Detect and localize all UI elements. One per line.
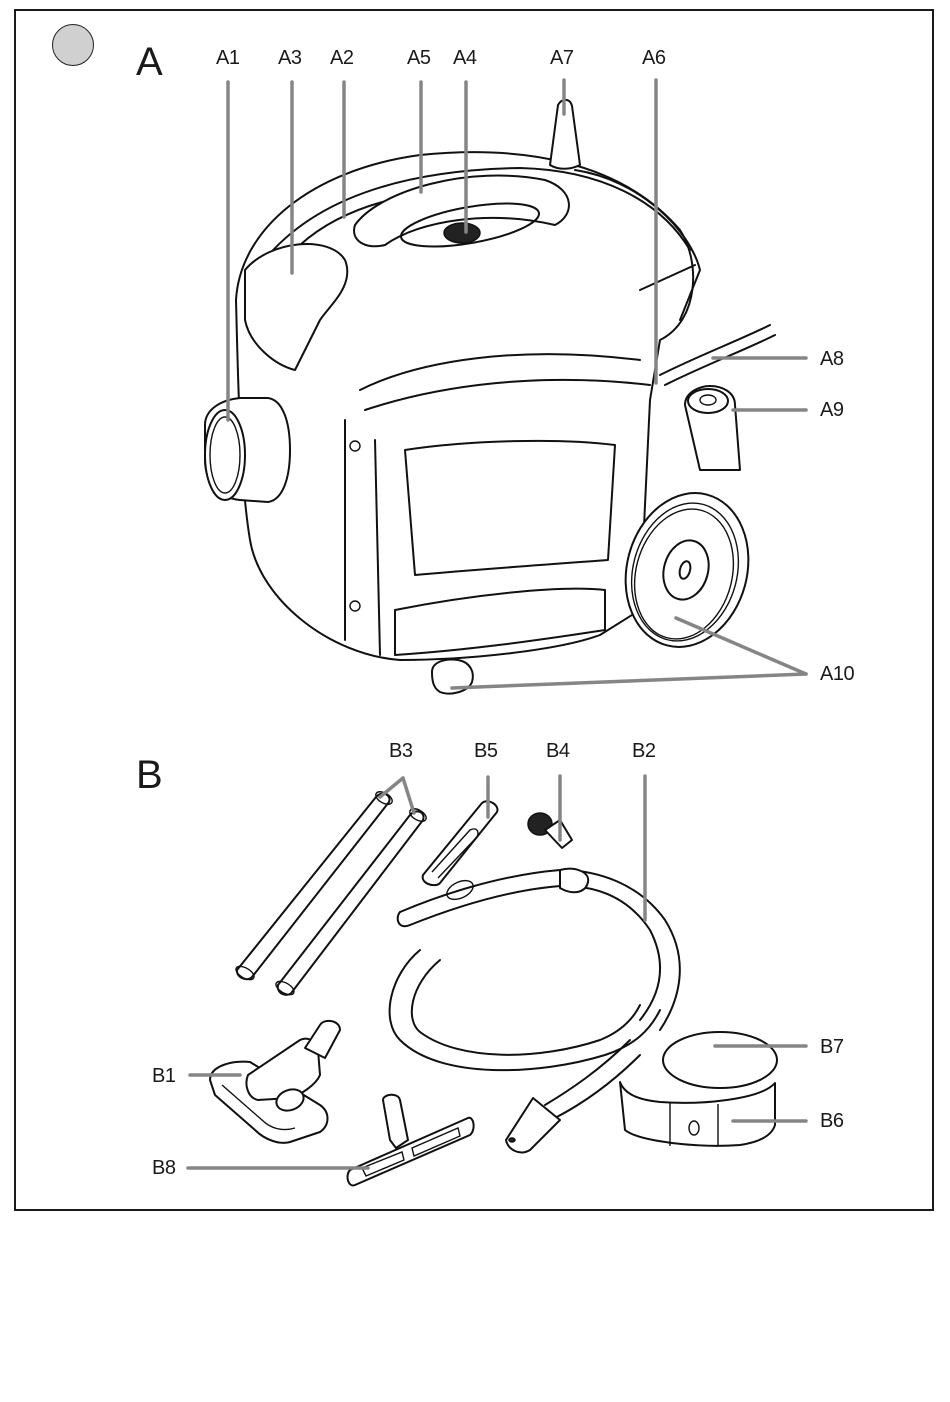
callout-a9: A9: [820, 400, 843, 420]
callout-b7: B7: [820, 1037, 843, 1057]
adjustment-knob: [444, 223, 480, 243]
leader-b3-left: [380, 778, 403, 797]
extension-tubes: [234, 789, 428, 997]
leader-b3-right: [403, 778, 414, 813]
section-label-b: B: [136, 755, 163, 795]
section-label-a: A: [136, 42, 163, 82]
leader-a10-wheel: [676, 618, 806, 674]
callout-b2: B2: [632, 741, 655, 761]
callout-a2: A2: [330, 48, 353, 68]
callout-b1: B1: [152, 1066, 175, 1086]
parquet-brush: [348, 1095, 474, 1186]
callout-a1: A1: [216, 48, 239, 68]
callout-a6: A6: [642, 48, 665, 68]
crevice-tool: [423, 801, 498, 885]
callout-a5: A5: [407, 48, 430, 68]
callout-b4: B4: [546, 741, 569, 761]
small-nozzle: [528, 813, 572, 848]
callout-b5: B5: [474, 741, 497, 761]
callout-a3: A3: [278, 48, 301, 68]
filter-disc: [663, 1032, 777, 1088]
leader-a10-caster: [452, 674, 806, 688]
callout-b6: B6: [820, 1111, 843, 1131]
callout-a10: A10: [820, 664, 854, 684]
callout-b3: B3: [389, 741, 412, 761]
callout-a8: A8: [820, 349, 843, 369]
accessories-drawing: [210, 789, 777, 1185]
callout-a4: A4: [453, 48, 476, 68]
callout-b8: B8: [152, 1158, 175, 1178]
filter-holder: [620, 1082, 775, 1146]
combination-floor-nozzle: [210, 1021, 340, 1143]
callout-a7: A7: [550, 48, 573, 68]
